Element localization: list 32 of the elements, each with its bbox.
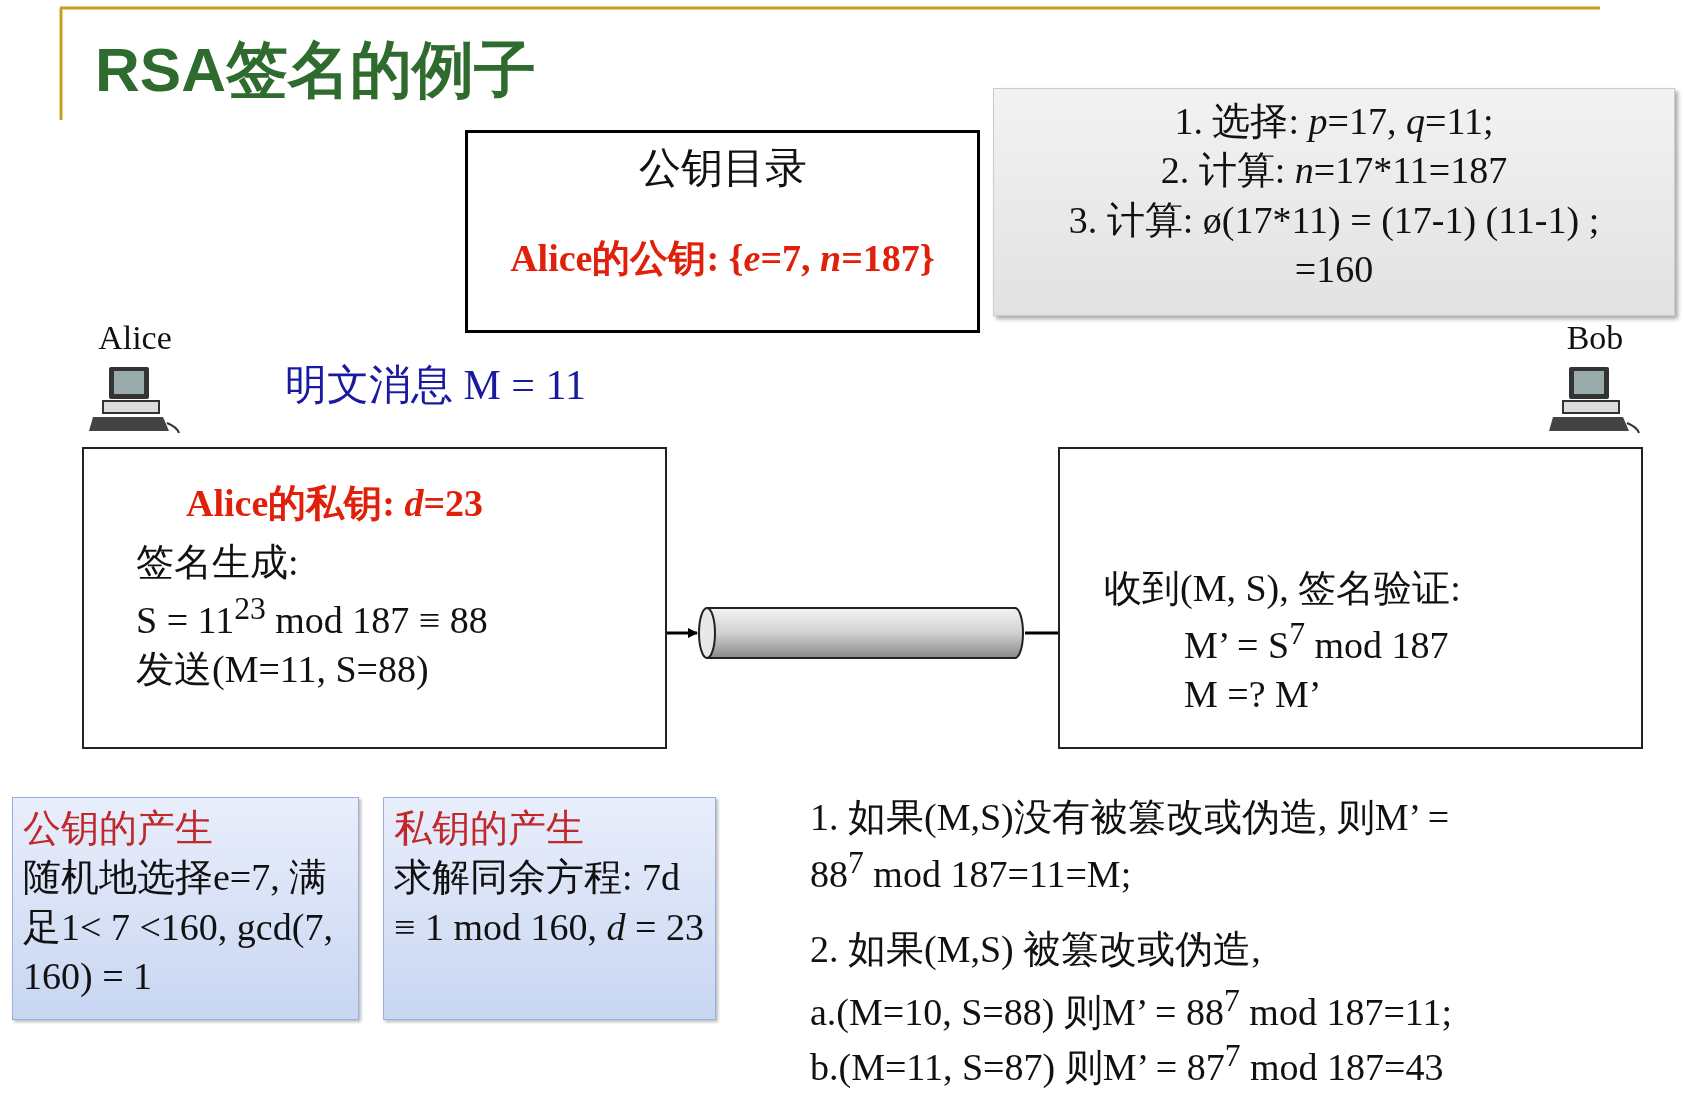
- result-text: a.(M=10, S=88) 则M’ = 88$^{7}$ mod 187=11;: [810, 982, 1452, 1035]
- key-text: Alice的私钥: d=23: [186, 481, 485, 526]
- info-card: [383, 797, 716, 1020]
- box-heading: 公钥目录: [637, 144, 808, 193]
- key-text: Alice的公钥: {e=7, n=187}: [509, 235, 936, 281]
- step-text: 1. 选择: p=17, q=11;: [1173, 99, 1495, 144]
- receive-text: 收到(M, S), 签名验证:: [1104, 566, 1462, 611]
- steps-panel: [993, 88, 1675, 316]
- card-text: 随机地选择e=7, 满足1< 7 <160, gcd(7, 160) = 1: [23, 855, 334, 1000]
- card-heading: 私钥的产生: [394, 806, 585, 851]
- result-text: b.(M=11, S=87) 则M’ = 87$^{7}$ mod 187=43: [810, 1037, 1444, 1090]
- card-heading: 公钥的产生: [23, 806, 214, 851]
- connector-line: [1025, 631, 1058, 635]
- connector-line: [667, 628, 698, 638]
- info-card: [12, 797, 359, 1020]
- card-text: 求解同余方程: 7d ≡ 1 mod 160, d = 23: [394, 855, 705, 950]
- sender-box: [82, 447, 667, 749]
- name-label: Bob: [1565, 318, 1625, 358]
- receiver-box: [1058, 447, 1643, 749]
- step-text: 2. 计算: n=17*11=187: [1159, 148, 1509, 194]
- message-label: 明文消息 M = 11: [285, 361, 586, 410]
- step-text: 3. 计算: ø(17*11) = (17-1) (11-1) ; =160: [1067, 197, 1601, 293]
- formula-text: M’ = S$^{7}$ mod 187: [1184, 615, 1450, 669]
- slide-title: RSA签名的例子: [95, 34, 536, 106]
- formula-text: M =? M’: [1184, 672, 1323, 718]
- name-label: Alice: [97, 318, 173, 358]
- send-text: 发送(M=11, S=88): [136, 646, 430, 692]
- directory-box: [465, 130, 980, 333]
- formula-text: S = 11$^{23}$ mod 187 ≡ 88: [136, 589, 489, 643]
- step-label: 签名生成:: [136, 540, 300, 586]
- result-text: 2. 如果(M,S) 被篡改或伪造,: [810, 927, 1261, 972]
- result-text: 1. 如果(M,S)没有被篡改或伪造, 则M’ = 88$^{7}$ mod 187=11=M;: [810, 795, 1450, 898]
